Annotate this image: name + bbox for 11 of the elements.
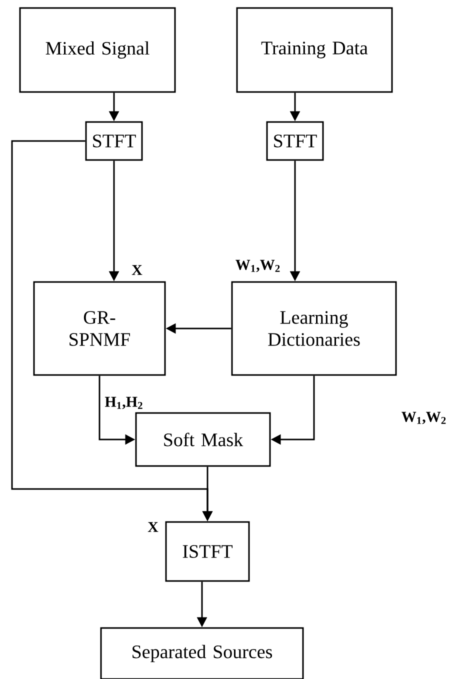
process-box: STFT [85,121,143,161]
process-box: ISTFT [165,521,250,582]
process-box: GR- SPNMF [33,281,166,376]
signal-label: W$_{1}$,W$_{2}$ [402,412,446,424]
process-box: Separated Sources [100,627,304,679]
process-box: Mixed Signal [19,7,176,93]
process-box: Soft Mask [135,412,271,467]
process-box: Learning Dictionaries [231,281,397,376]
process-box: STFT [266,121,324,161]
process-box: Training Data [236,7,393,93]
signal-label: H$_{1}$,H$_{2}$ [104,396,142,410]
